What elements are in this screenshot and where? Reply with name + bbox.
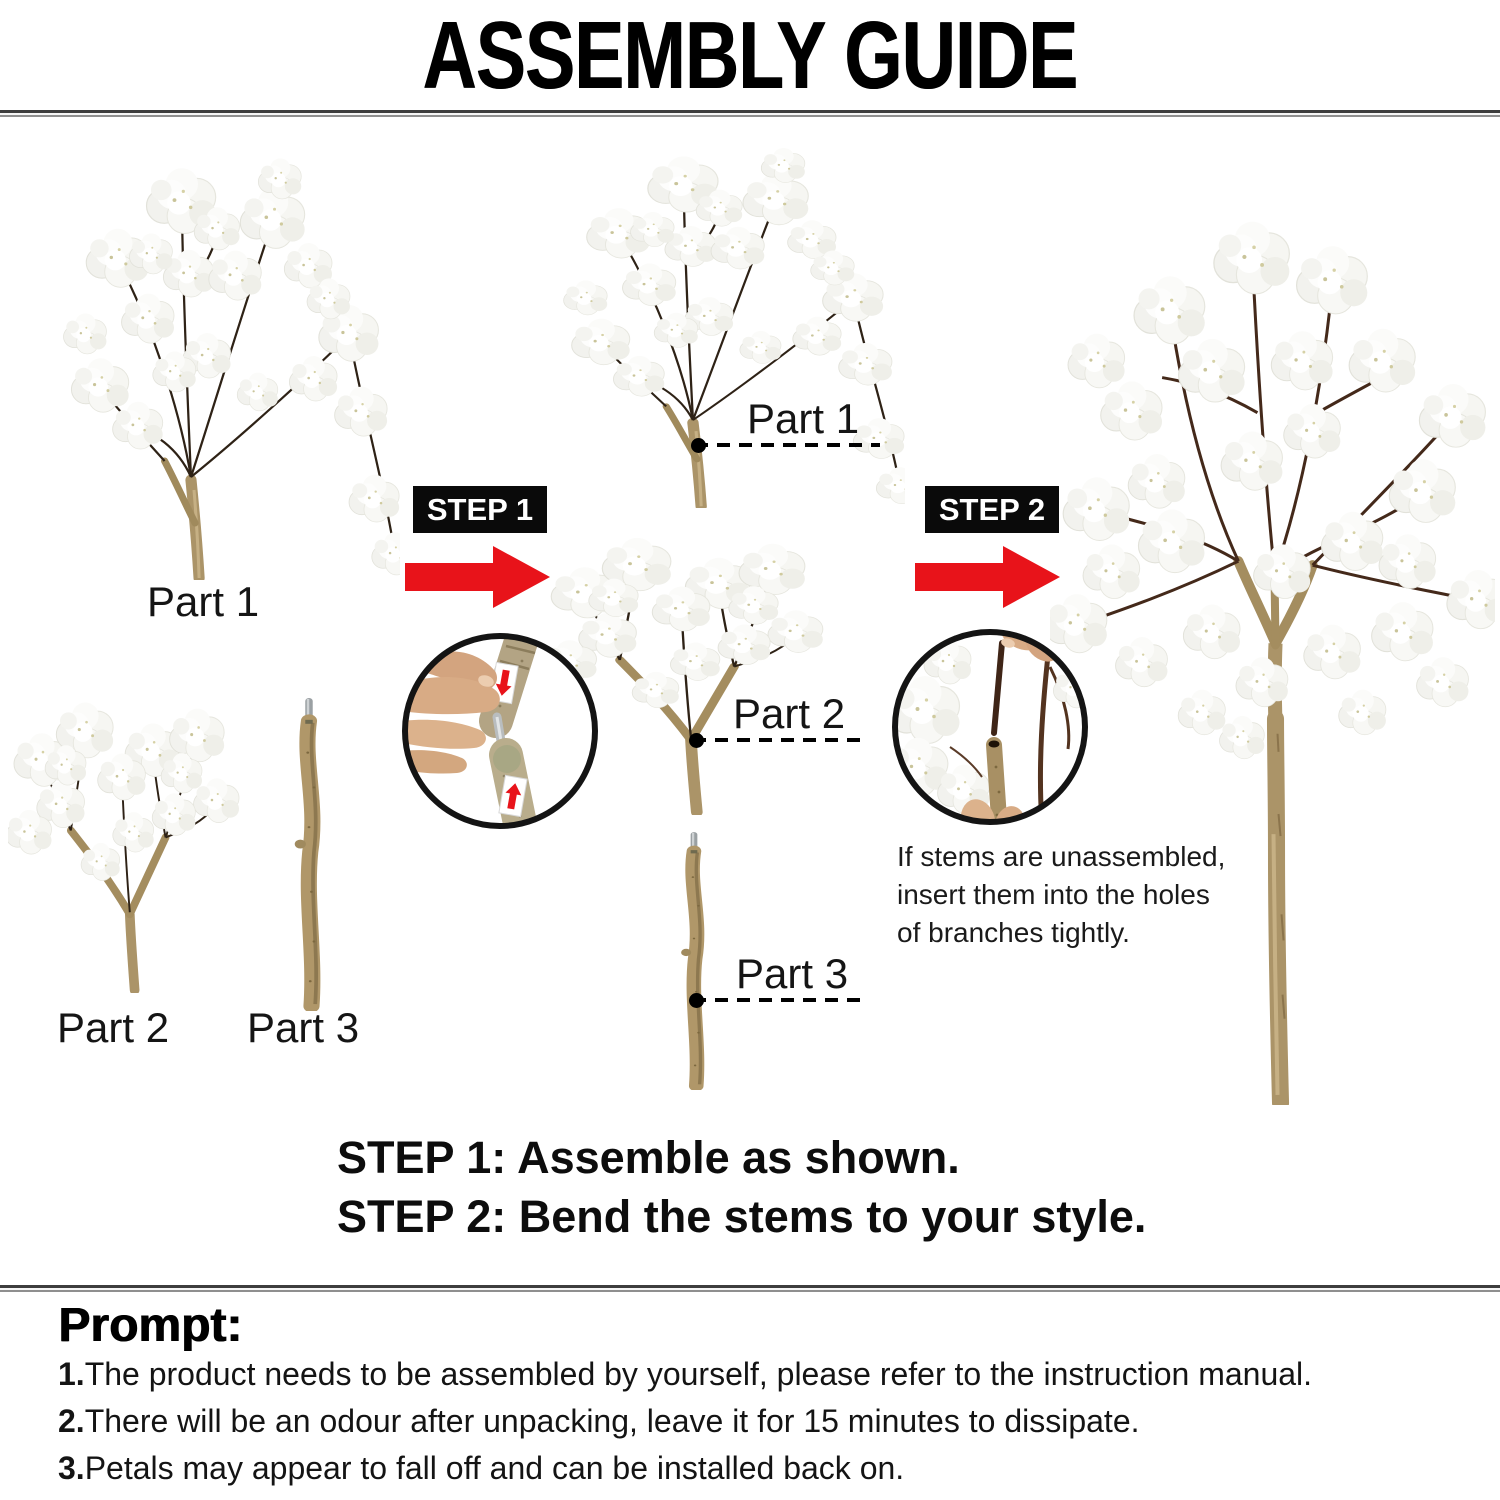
divider-bottom (0, 1285, 1500, 1292)
step1-badge-label: STEP 1 (426, 491, 534, 527)
step1-summary-text: STEP 1: Assemble as shown. (337, 1132, 960, 1183)
prompt-item-3-text: Petals may appear to fall off and can be… (84, 1450, 905, 1486)
prompt-item-1-text: The product needs to be assembled by you… (84, 1356, 1313, 1392)
prompt-item-2: 2.There will be an odour after unpacking… (58, 1403, 1140, 1440)
step2-note-line3: of branches tightly. (897, 917, 1130, 948)
callout-dot (689, 733, 704, 749)
prompt-item-3-number: 3. (58, 1450, 85, 1486)
part3-stick-image-left (278, 693, 340, 1011)
part1-branch-image-middle (555, 128, 905, 508)
step-summary: STEP 1: Assemble as shown. STEP 2: Bend … (337, 1128, 1146, 1246)
callout-dash-line (695, 443, 880, 448)
step2-badge-label: STEP 2 (938, 491, 1046, 527)
red-arrow-right-icon (915, 546, 1060, 608)
prompt-item-1: 1.The product needs to be assembled by y… (58, 1356, 1312, 1393)
part1-callout-label: Part 1 (747, 395, 860, 442)
red-arrow-right-icon (405, 546, 550, 608)
part3-callout: Part 3 (689, 950, 860, 1009)
part3-label-left: Part 3 (247, 1004, 360, 1051)
step1-inset-photo (402, 633, 598, 829)
page-title: ASSEMBLY GUIDE (422, 2, 1079, 109)
step2-summary-text: STEP 2: Bend the stems to your style. (337, 1191, 1147, 1242)
callout-dash-line (693, 738, 865, 743)
step2-note: If stems are unassembled, insert them in… (897, 838, 1225, 952)
prompt-item-3: 3.Petals may appear to fall off and can … (58, 1450, 904, 1487)
prompt-heading: Prompt: (58, 1299, 242, 1352)
callout-dot (691, 438, 706, 454)
prompt-item-2-number: 2. (58, 1403, 85, 1439)
part2-branch-image-left (8, 668, 240, 993)
prompt-item-1-number: 1. (58, 1356, 85, 1392)
part1-label-left: Part 1 (147, 578, 260, 625)
callout-dot (689, 993, 704, 1009)
step2-inset-photo (892, 629, 1088, 825)
part2-label-left: Part 2 (57, 1004, 170, 1051)
step2-badge: STEP 2 (925, 486, 1059, 533)
step2-note-line2: insert them into the holes (897, 879, 1210, 910)
assembled-tree-image (1050, 220, 1495, 1105)
part1-branch-image-left (55, 135, 400, 580)
part1-callout: Part 1 (691, 395, 880, 454)
step2-note-line1: If stems are unassembled, (897, 841, 1226, 872)
step1-badge: STEP 1 (413, 486, 547, 533)
part2-callout-label: Part 2 (733, 690, 846, 737)
part2-callout: Part 2 (689, 690, 865, 749)
prompt-item-2-text: There will be an odour after unpacking, … (84, 1403, 1140, 1439)
callout-dash-line (693, 998, 860, 1003)
part3-callout-label: Part 3 (736, 950, 849, 997)
divider-top (0, 110, 1500, 117)
